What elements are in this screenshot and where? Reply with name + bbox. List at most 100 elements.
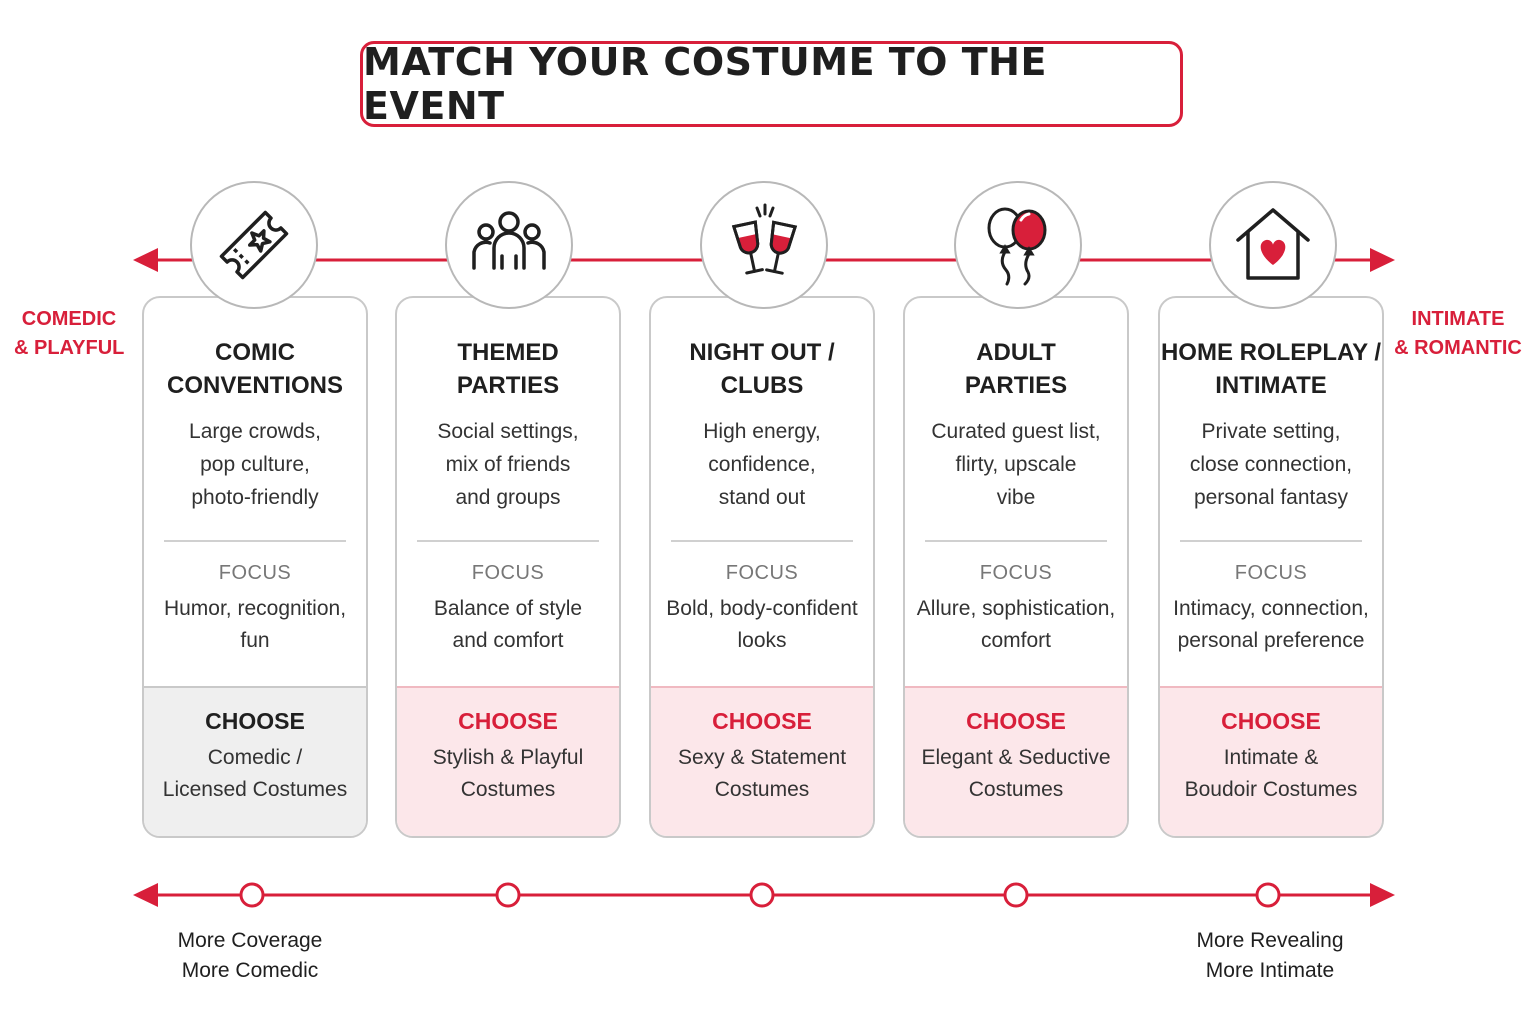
card-description-line: vibe bbox=[996, 486, 1036, 509]
choose-text-line: Intimate & bbox=[1223, 746, 1319, 769]
scale-dot-4 bbox=[1003, 882, 1029, 908]
focus-text: Intimacy, connection, personal preferenc… bbox=[1160, 593, 1382, 657]
ticket-icon bbox=[219, 210, 289, 280]
axis-label-right: INTIMATE & ROMANTIC bbox=[1394, 305, 1522, 363]
house-heart-icon bbox=[1236, 208, 1310, 280]
focus-text: Allure, sophistication, comfort bbox=[905, 593, 1127, 657]
focus-label: FOCUS bbox=[218, 562, 292, 584]
card-home-roleplay: HOME ROLEPLAY / INTIMATE Private setting… bbox=[1158, 296, 1384, 838]
group-icon bbox=[472, 211, 546, 270]
card-description-line: Large crowds, bbox=[189, 420, 321, 443]
choose-panel: CHOOSE Stylish & Playful Costumes bbox=[397, 686, 619, 836]
focus-text-line: Intimacy, connection, bbox=[1173, 597, 1369, 620]
choose-text: Elegant & Seductive Costumes bbox=[905, 742, 1127, 806]
choose-text: Sexy & Statement Costumes bbox=[651, 742, 873, 806]
axis-label-right-line2: & ROMANTIC bbox=[1394, 337, 1522, 359]
choose-label: CHOOSE bbox=[966, 708, 1066, 734]
focus-text-line: Allure, sophistication, bbox=[916, 597, 1116, 620]
card-title-line: INTIMATE bbox=[1215, 372, 1327, 399]
title-box: MATCH YOUR COSTUME TO THE EVENT bbox=[360, 40, 1183, 128]
focus-text: Bold, body-confident looks bbox=[651, 593, 873, 657]
card-title: ADULT PARTIES bbox=[905, 336, 1127, 402]
focus-text-line: Balance of style bbox=[433, 597, 583, 620]
card-description: Social settings, mix of friends and grou… bbox=[397, 415, 619, 514]
choose-text-line: Stylish & Playful bbox=[432, 746, 584, 769]
card-title-line: THEMED bbox=[457, 339, 559, 366]
scale-label-right-line1: More Revealing bbox=[1196, 929, 1344, 952]
card-title: COMIC CONVENTIONS bbox=[144, 336, 366, 402]
card-description-line: Curated guest list, bbox=[931, 420, 1101, 443]
scale-left-arrow bbox=[133, 883, 158, 907]
page-title: MATCH YOUR COSTUME TO THE EVENT bbox=[363, 40, 1047, 128]
focus-text-line: looks bbox=[737, 629, 787, 652]
focus-text: Humor, recognition, fun bbox=[144, 593, 366, 657]
card-divider bbox=[417, 540, 599, 542]
choose-panel: CHOOSE Sexy & Statement Costumes bbox=[651, 686, 873, 836]
card-divider bbox=[1180, 540, 1362, 542]
top-axis-right-arrow bbox=[1370, 248, 1395, 272]
focus-text-line: fun bbox=[240, 629, 270, 652]
card-description-line: confidence, bbox=[708, 453, 816, 476]
focus-text-line: Bold, body-confident bbox=[666, 597, 858, 620]
focus-label: FOCUS bbox=[1234, 562, 1308, 584]
icon-circle-4 bbox=[954, 181, 1082, 309]
scale-label-left: More Coverage More Comedic bbox=[158, 926, 342, 986]
card-description: High energy, confidence, stand out bbox=[651, 415, 873, 514]
scale-label-right-line2: More Intimate bbox=[1205, 959, 1335, 982]
card-title: HOME ROLEPLAY / INTIMATE bbox=[1160, 336, 1382, 402]
card-description-line: High energy, bbox=[703, 420, 821, 443]
choose-text: Stylish & Playful Costumes bbox=[397, 742, 619, 806]
choose-text-line: Comedic / bbox=[207, 746, 303, 769]
card-divider bbox=[164, 540, 346, 542]
card-title-line: PARTIES bbox=[456, 372, 560, 399]
focus-label: FOCUS bbox=[979, 562, 1053, 584]
axis-label-right-line1: INTIMATE bbox=[1411, 308, 1505, 330]
focus-text-line: and comfort bbox=[452, 629, 564, 652]
card-title-line: CONVENTIONS bbox=[166, 372, 343, 399]
balloons-icon bbox=[987, 207, 1047, 286]
card-divider bbox=[671, 540, 853, 542]
axis-label-left-line1: COMEDIC bbox=[21, 308, 117, 330]
card-title-line: PARTIES bbox=[964, 372, 1068, 399]
card-description-line: Private setting, bbox=[1201, 420, 1341, 443]
card-title-line: ADULT bbox=[976, 339, 1056, 366]
card-title-line: HOME ROLEPLAY / bbox=[1160, 339, 1382, 366]
card-title-line: NIGHT OUT / bbox=[689, 339, 835, 366]
top-axis-left-arrow bbox=[133, 248, 158, 272]
choose-text-line: Costumes bbox=[968, 778, 1064, 801]
choose-text-line: Boudoir Costumes bbox=[1184, 778, 1358, 801]
focus-text-line: comfort bbox=[980, 629, 1051, 652]
card-title: NIGHT OUT / CLUBS bbox=[651, 336, 873, 402]
card-description: Large crowds, pop culture, photo-friendl… bbox=[144, 415, 366, 514]
card-description-line: mix of friends bbox=[445, 453, 571, 476]
choose-text: Comedic / Licensed Costumes bbox=[144, 742, 366, 806]
card-description-line: close connection, bbox=[1189, 453, 1353, 476]
axis-label-left-line2: & PLAYFUL bbox=[14, 337, 125, 359]
focus-label: FOCUS bbox=[471, 562, 545, 584]
focus-text: Balance of style and comfort bbox=[397, 593, 619, 657]
card-title: THEMED PARTIES bbox=[397, 336, 619, 402]
scale-label-left-line1: More Coverage bbox=[177, 929, 323, 952]
card-description-line: stand out bbox=[718, 486, 806, 509]
card-night-out-clubs: NIGHT OUT / CLUBS High energy, confidenc… bbox=[649, 296, 875, 838]
scale-label-right: More Revealing More Intimate bbox=[1178, 926, 1362, 986]
scale-dot-2 bbox=[495, 882, 521, 908]
card-divider bbox=[925, 540, 1107, 542]
wine-glasses-icon bbox=[731, 203, 798, 275]
choose-text-line: Costumes bbox=[714, 778, 810, 801]
scale-dot-3 bbox=[749, 882, 775, 908]
choose-text-line: Licensed Costumes bbox=[162, 778, 348, 801]
icon-circle-1 bbox=[190, 181, 318, 309]
card-description: Curated guest list, flirty, upscale vibe bbox=[905, 415, 1127, 514]
scale-dot-1 bbox=[239, 882, 265, 908]
choose-label: CHOOSE bbox=[1221, 708, 1321, 734]
card-comic-conventions: COMIC CONVENTIONS Large crowds, pop cult… bbox=[142, 296, 368, 838]
focus-text-line: Humor, recognition, bbox=[163, 597, 347, 620]
axis-label-left: COMEDIC & PLAYFUL bbox=[14, 305, 124, 363]
choose-panel: CHOOSE Intimate & Boudoir Costumes bbox=[1160, 686, 1382, 836]
icon-circle-2 bbox=[445, 181, 573, 309]
choose-label: CHOOSE bbox=[205, 708, 305, 734]
card-description-line: and groups bbox=[455, 486, 561, 509]
scale-label-left-line2: More Comedic bbox=[181, 959, 319, 982]
choose-text-line: Costumes bbox=[460, 778, 556, 801]
